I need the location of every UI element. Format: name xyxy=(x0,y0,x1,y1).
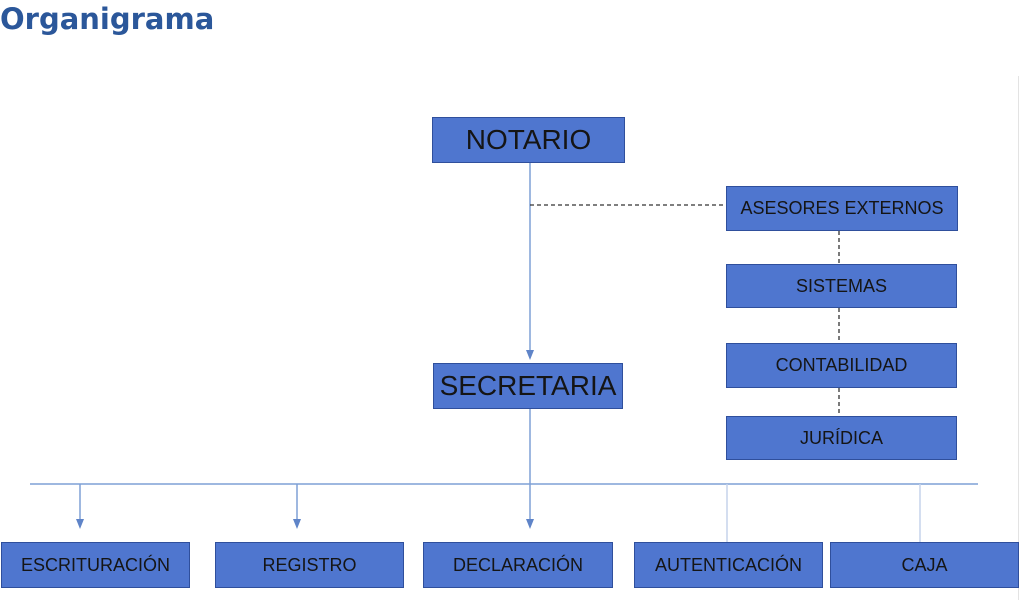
node-declaracion: DECLARACIÓN xyxy=(423,542,613,588)
page-title: Organigrama xyxy=(0,2,215,36)
node-secretaria: SECRETARIA xyxy=(433,363,623,409)
node-contabilidad: CONTABILIDAD xyxy=(726,343,957,388)
slide-frame-edge xyxy=(1018,76,1019,600)
node-sistemas: SISTEMAS xyxy=(726,264,957,308)
node-caja: CAJA xyxy=(830,542,1019,588)
node-juridica: JURÍDICA xyxy=(726,416,957,460)
node-autenticacion: AUTENTICACIÓN xyxy=(634,542,823,588)
node-escrituracion: ESCRITURACIÓN xyxy=(1,542,190,588)
node-notario: NOTARIO xyxy=(432,117,625,163)
node-registro: REGISTRO xyxy=(215,542,404,588)
node-asesores-externos: ASESORES EXTERNOS xyxy=(726,186,958,231)
